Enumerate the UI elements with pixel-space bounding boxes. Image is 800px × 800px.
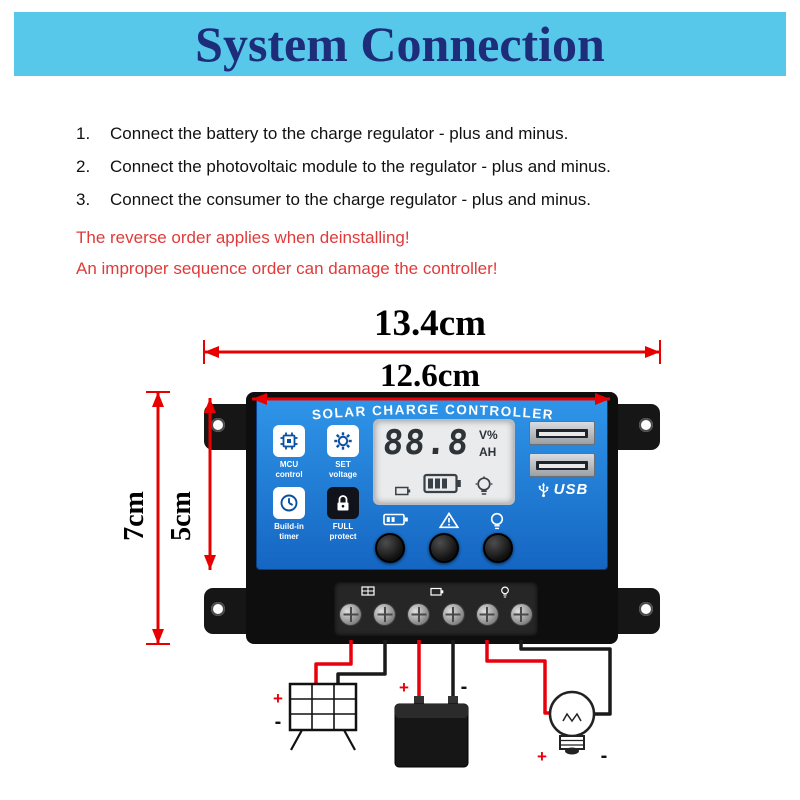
feature-mcu: MCU control [265, 425, 313, 479]
terminal-screw [476, 604, 498, 625]
lcd-digits: 88.8 [381, 423, 471, 463]
instruction-text: Connect the battery to the charge regula… [110, 124, 569, 143]
panel-title: SOLAR CHARGE CONTROLLER [311, 402, 553, 423]
warning-line: The reverse order applies when deinstall… [76, 228, 410, 247]
usb-label-row: USB [525, 481, 599, 498]
solar-positive-wire [314, 640, 353, 684]
wires [314, 640, 612, 716]
feature-label: SET [335, 460, 351, 469]
feature-label: protect [329, 531, 357, 541]
button-row [375, 533, 513, 563]
load-positive-wire [485, 640, 551, 715]
light-bulb [548, 690, 596, 755]
header-banner: System Connection [14, 12, 786, 76]
screw-hole [639, 602, 653, 616]
instruction-text: Connect the consumer to the charge regul… [110, 190, 591, 209]
battery [394, 696, 469, 768]
right-button [483, 533, 513, 563]
feature-label: control [275, 469, 303, 479]
lamp-icon [490, 512, 504, 530]
screw-hole [211, 602, 225, 616]
feature-label: MCU [279, 460, 299, 469]
lcd-unit-ah: AH [479, 445, 497, 459]
solar-minus-label: - [275, 711, 282, 733]
feature-grid: MCU control SET voltage [265, 425, 367, 541]
outer-height-dimension: 7cm [119, 491, 150, 541]
battery-icon [383, 513, 408, 526]
instruction-list: 1. Connect the battery to the charge reg… [76, 124, 611, 210]
screw-hole [211, 418, 225, 432]
chip-icon [273, 425, 305, 457]
feature-label: timer [279, 531, 299, 541]
charge-controller: SOLAR CHARGE CONTROLLER [246, 392, 618, 644]
panel-title-arc: SOLAR CHARGE CONTROLLER [311, 402, 554, 423]
warning-block: The reverse order applies when deinstall… [76, 228, 497, 279]
front-panel: SOLAR CHARGE CONTROLLER [256, 398, 608, 570]
instruction-number: 3. [76, 190, 91, 209]
terminal-pair-icons [334, 586, 538, 598]
solar-plus-label: + [273, 689, 283, 708]
svg-text:SOLAR CHARGE CONTROLLER: SOLAR CHARGE CONTROLLER [311, 402, 554, 423]
usb-port [529, 421, 595, 445]
feature-set: SET voltage [319, 425, 367, 479]
feature-protect: FULL protect [319, 487, 367, 541]
usb-trident-icon [538, 482, 549, 497]
battery-minus-label: - [461, 676, 468, 698]
terminal-screw [340, 604, 361, 625]
menu-button [429, 533, 459, 563]
status-icon-row [375, 512, 513, 530]
instruction-number: 2. [76, 157, 91, 176]
lamp-icon [500, 586, 509, 598]
feature-label: voltage [328, 469, 357, 479]
outer-width-dimension: 13.4cm [374, 303, 486, 344]
warning-triangle-icon [439, 512, 459, 529]
load-negative-wire [519, 640, 612, 716]
feature-timer: Build-in timer [265, 487, 313, 541]
warning-line: An improper sequence order can damage th… [76, 259, 498, 278]
terminal-screw [408, 604, 430, 625]
usb-port [529, 453, 595, 477]
instruction-number: 1. [76, 124, 91, 143]
instruction-item: 1. Connect the battery to the charge reg… [76, 124, 611, 144]
lcd-unit-volt: V% [479, 428, 498, 442]
terminal-screw [510, 604, 532, 625]
inner-width-dimension: 12.6cm [380, 358, 480, 394]
load-minus-label: - [601, 745, 608, 767]
usb-ports [529, 421, 595, 477]
lcd-icon-row [375, 472, 513, 496]
instruction-text: Connect the photovoltaic module to the r… [110, 157, 611, 176]
terminal-screws [334, 604, 538, 625]
page-title: System Connection [195, 16, 605, 72]
clock-icon [273, 487, 305, 520]
feature-label: Build-in [274, 522, 304, 532]
usb-label: USB [553, 481, 589, 498]
lock-icon [327, 487, 359, 520]
instruction-item: 2. Connect the photovoltaic module to th… [76, 157, 611, 177]
left-button [375, 533, 405, 563]
solar-negative-wire [336, 640, 387, 684]
terminal-block [334, 582, 538, 636]
battery-plus-label: + [399, 678, 409, 697]
lcd-display: 88.8 V% AH [373, 419, 515, 505]
load-plus-label: + [537, 747, 547, 766]
lamp-icon [475, 476, 493, 495]
terminal-screw [374, 604, 396, 625]
feature-label: FULL [332, 522, 354, 532]
small-battery-icon [395, 486, 411, 496]
solar-panel-icon [361, 586, 375, 596]
solar-panel [288, 682, 358, 751]
battery-gauge-icon [423, 473, 461, 494]
battery-icon [430, 587, 444, 596]
lcd-units: V% AH [479, 428, 498, 459]
inner-height-dimension: 5cm [166, 491, 197, 541]
screw-hole [639, 418, 653, 432]
gear-icon [327, 425, 359, 457]
instruction-item: 3. Connect the consumer to the charge re… [76, 190, 611, 210]
terminal-screw [442, 604, 464, 625]
